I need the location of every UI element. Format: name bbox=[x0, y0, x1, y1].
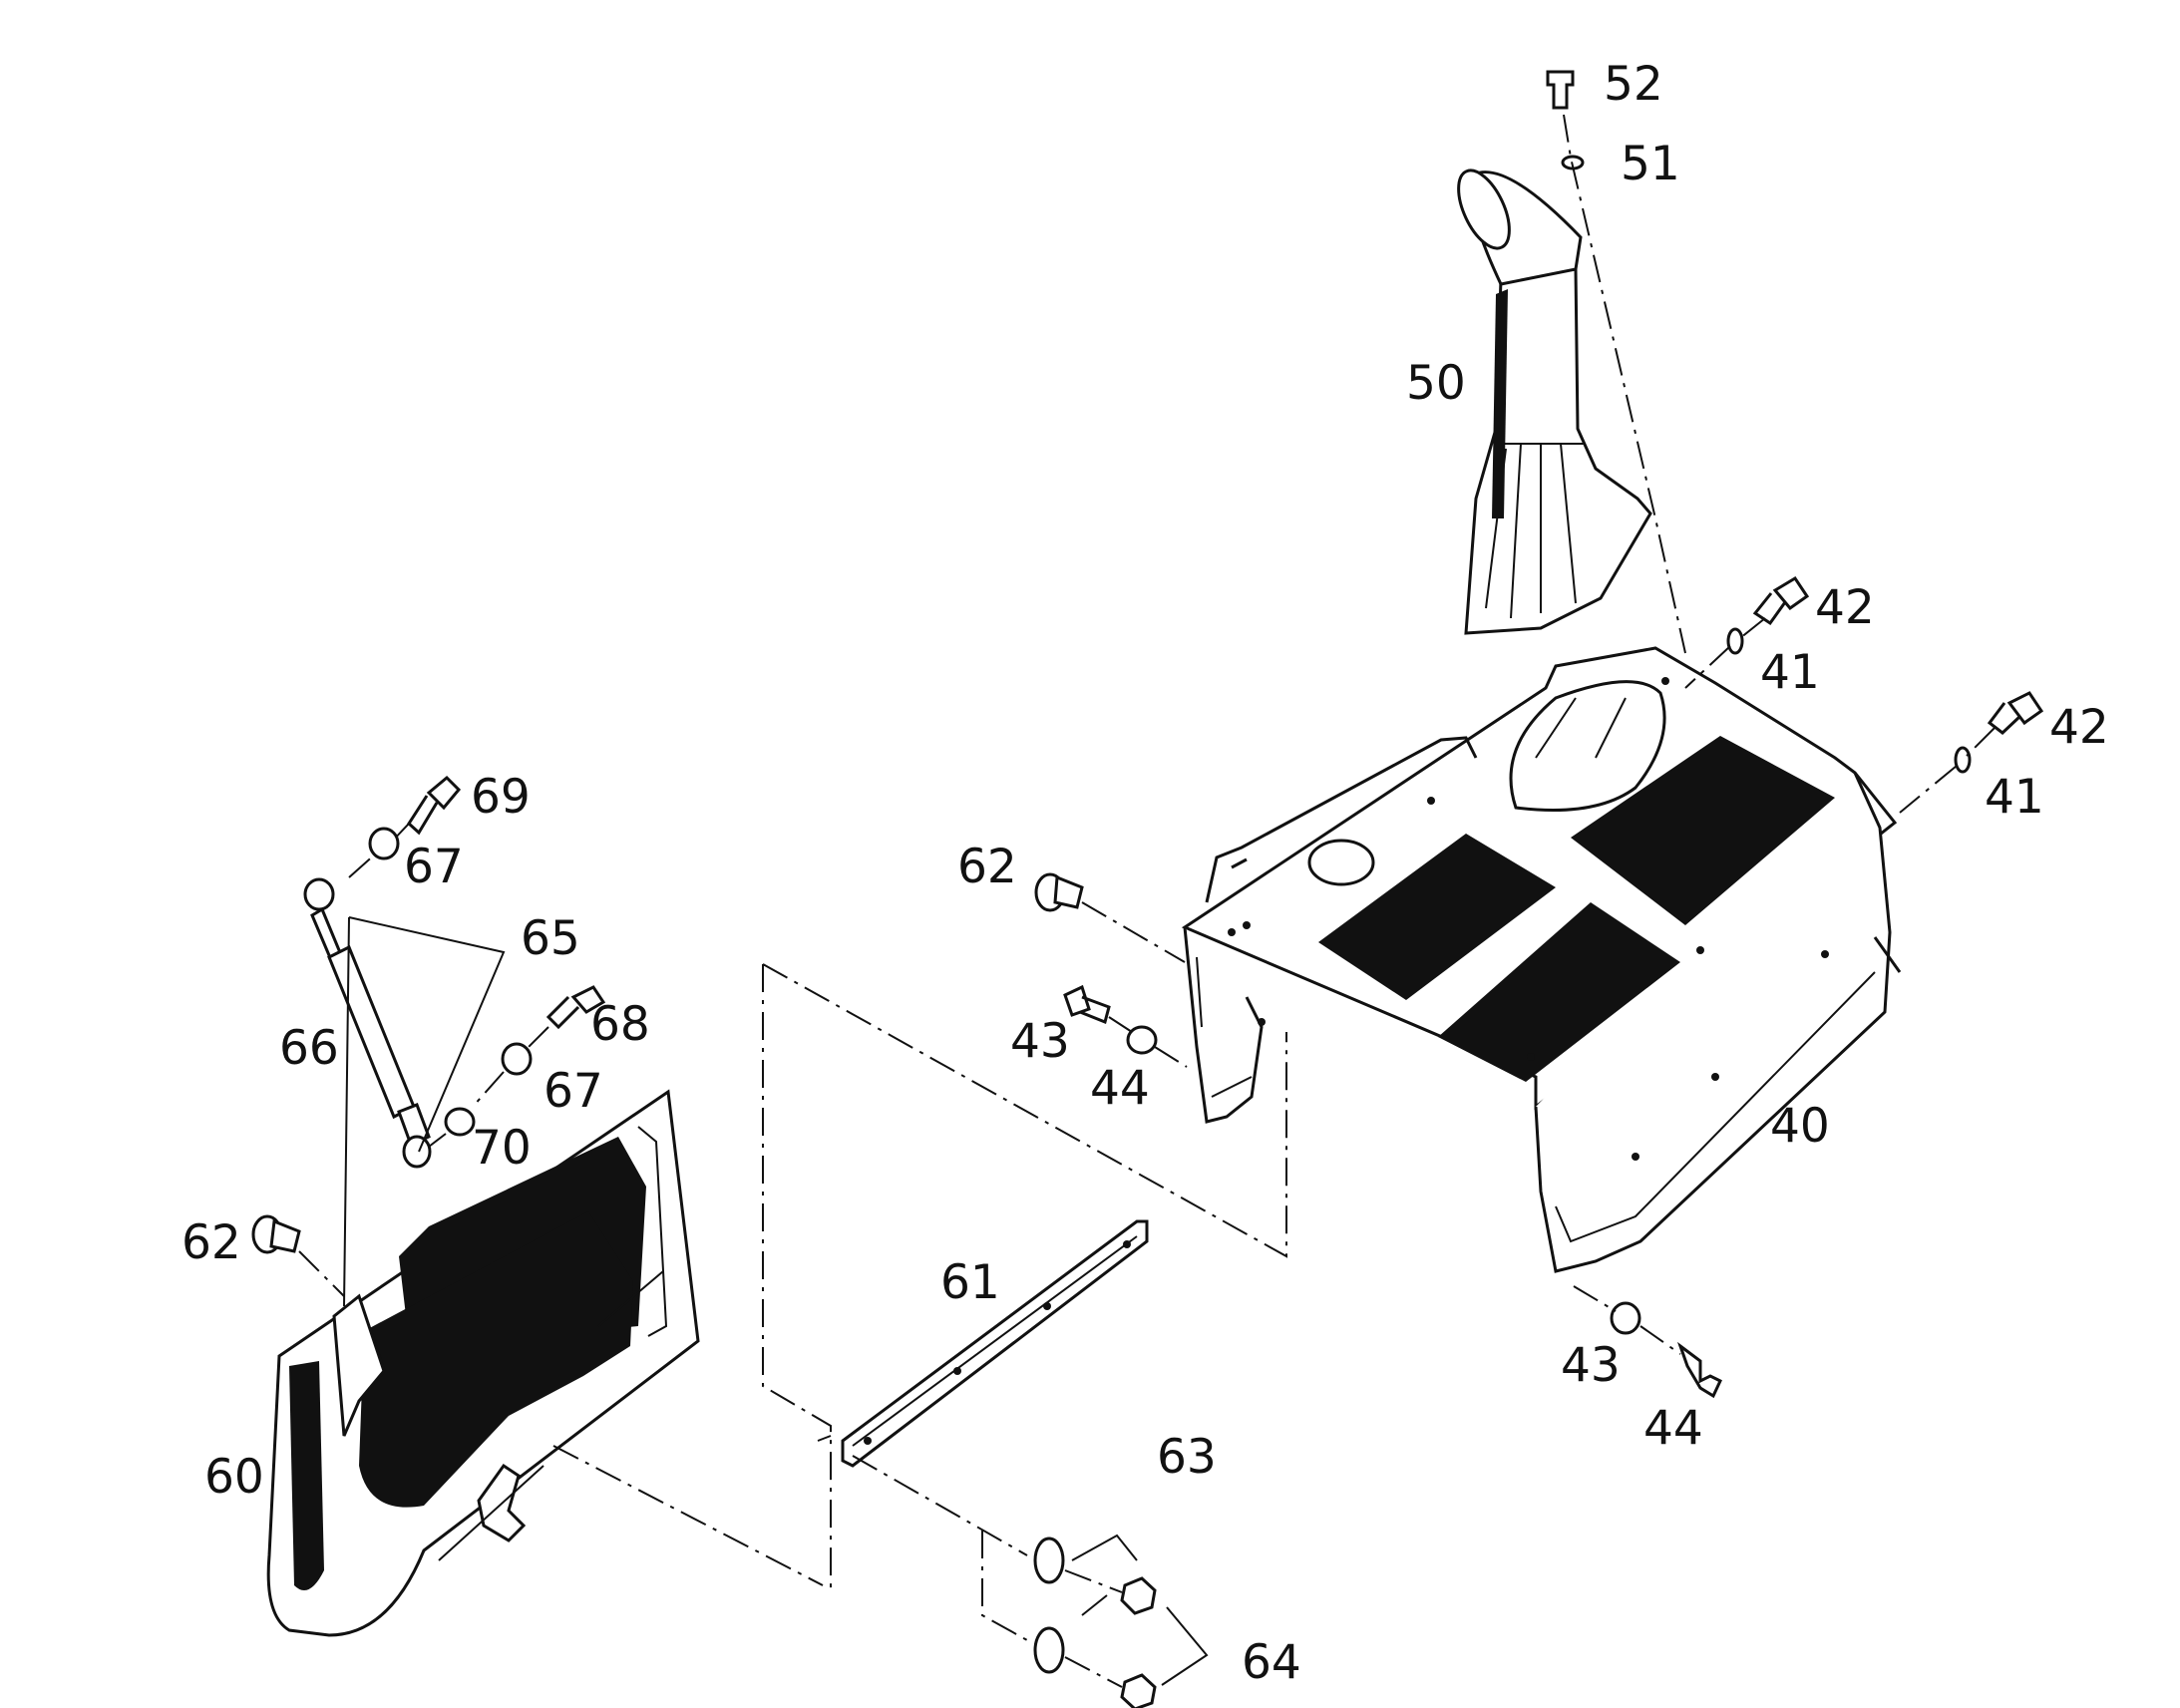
leader-62-door bbox=[298, 1250, 345, 1297]
part-42-bolt-upper bbox=[1752, 575, 1810, 626]
part-44-bolt-frame-right bbox=[1676, 1341, 1722, 1399]
label-61: 61 bbox=[940, 1255, 1000, 1310]
label-67-top: 67 bbox=[404, 840, 464, 894]
label-51: 51 bbox=[1621, 137, 1680, 191]
label-44-right: 44 bbox=[1643, 1401, 1703, 1456]
part-44-bolt-frame-left bbox=[1063, 984, 1111, 1025]
leader-64-line bbox=[852, 1455, 1028, 1641]
label-66: 66 bbox=[279, 1021, 339, 1076]
part-68-bolt bbox=[545, 985, 606, 1030]
label-67-mid: 67 bbox=[544, 1064, 603, 1119]
label-63: 63 bbox=[1157, 1430, 1217, 1485]
part-70-spacer bbox=[444, 1107, 476, 1137]
label-41-right: 41 bbox=[1985, 770, 2044, 825]
part-41-washer-upper bbox=[1726, 627, 1744, 655]
leader-42-41-upper bbox=[1684, 617, 1766, 689]
leader-68-67-70 bbox=[428, 1026, 549, 1148]
label-42-right: 42 bbox=[2049, 700, 2109, 755]
label-69: 69 bbox=[471, 770, 531, 825]
part-43-washer-frame-right bbox=[1610, 1301, 1641, 1335]
label-68: 68 bbox=[590, 997, 650, 1052]
part-62-bolt-door bbox=[251, 1214, 301, 1254]
label-65: 65 bbox=[521, 911, 580, 966]
part-64-washer-b bbox=[1033, 1626, 1065, 1674]
part-52-bolt bbox=[1546, 70, 1575, 110]
label-70: 70 bbox=[472, 1121, 532, 1176]
leader-52-51-line bbox=[1563, 114, 1686, 654]
part-61-hinge bbox=[841, 1219, 1149, 1468]
part-67-washer-top bbox=[368, 827, 400, 860]
part-69-bolt bbox=[407, 775, 462, 836]
label-40: 40 bbox=[1770, 1099, 1830, 1154]
part-50-air-intake-stack bbox=[1457, 169, 1652, 635]
leader-42-41-right bbox=[1899, 727, 1996, 814]
leader-44-43-left bbox=[1108, 1016, 1188, 1068]
leader-60-door bbox=[552, 1445, 824, 1586]
label-41-upper: 41 bbox=[1760, 645, 1820, 700]
part-40-main-frame bbox=[1181, 646, 1902, 1273]
label-43-left: 44 bbox=[1090, 1061, 1150, 1116]
leader-64-nuts bbox=[1064, 1569, 1123, 1688]
label-52: 52 bbox=[1604, 57, 1663, 112]
label-62-frame: 62 bbox=[957, 840, 1017, 894]
label-42-upper: 42 bbox=[1815, 580, 1875, 635]
leader-43-44-right bbox=[1573, 1285, 1681, 1355]
label-43-right: 43 bbox=[1561, 1338, 1621, 1393]
part-67-washer-mid bbox=[501, 1042, 533, 1076]
part-42-bolt-right bbox=[1987, 691, 2044, 735]
callout-labels: 52 51 50 42 41 42 41 40 43 44 62 43 44 6… bbox=[182, 57, 2109, 1690]
part-64-washer-a bbox=[1033, 1537, 1065, 1584]
part-64-nut-b bbox=[1120, 1673, 1157, 1708]
label-64: 64 bbox=[1242, 1635, 1301, 1690]
part-62-bolt-frame bbox=[1034, 872, 1084, 912]
part-64-nut-a bbox=[1120, 1576, 1157, 1615]
leader-64-callout bbox=[1071, 1534, 1209, 1686]
part-60-door-panel bbox=[266, 1089, 700, 1637]
leader-62-frame bbox=[1081, 901, 1186, 963]
label-62-door: 62 bbox=[182, 1215, 241, 1270]
label-60: 60 bbox=[204, 1450, 264, 1505]
part-66-gas-spring bbox=[303, 877, 432, 1169]
part-43-washer-frame-left bbox=[1126, 1025, 1158, 1055]
leader-60-latch bbox=[438, 1465, 545, 1561]
label-44-left: 43 bbox=[1010, 1014, 1070, 1069]
leader-63-boundary bbox=[762, 963, 1287, 1595]
label-50: 50 bbox=[1406, 356, 1466, 411]
part-41-washer-right bbox=[1954, 746, 1972, 774]
leader-65-callout bbox=[343, 916, 506, 1307]
